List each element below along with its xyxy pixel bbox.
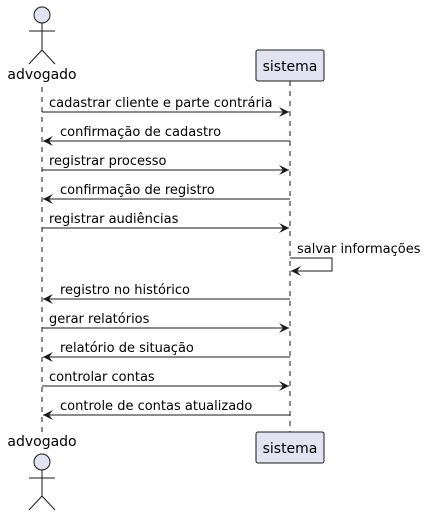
message-2: confirmação de cadastro — [43, 125, 290, 146]
message-10: controlar contas — [42, 370, 289, 391]
actor-name-bottom: advogado — [7, 434, 76, 450]
participant-name-top: sistema — [263, 59, 318, 75]
message-label: confirmação de registro — [60, 183, 215, 198]
message-3: registrar processo — [42, 154, 289, 175]
message-label: registrar audiências — [49, 212, 179, 227]
participant-box-top — [255, 49, 325, 82]
participant-box-bottom — [255, 431, 325, 464]
message-label: controlar contas — [49, 370, 155, 385]
actor-bottom — [28, 453, 56, 511]
actor-name-top: advogado — [7, 67, 76, 83]
messages: cadastrar cliente e parte contrária confi… — [42, 96, 421, 420]
message-1: cadastrar cliente e parte contrária — [42, 96, 289, 117]
message-label: confirmação de cadastro — [60, 125, 221, 140]
message-label: salvar informações — [297, 242, 421, 257]
message-label: gerar relatórios — [49, 312, 150, 327]
message-label: registro no histórico — [60, 283, 190, 298]
message-6: salvar informações — [290, 242, 421, 276]
message-label: cadastrar cliente e parte contrária — [49, 96, 272, 111]
actor-head — [33, 453, 51, 471]
message-label: relatório de situação — [60, 341, 194, 356]
message-5: registrar audiências — [42, 212, 289, 233]
message-4: confirmação de registro — [43, 183, 290, 204]
actor-top — [28, 6, 56, 65]
message-8: gerar relatórios — [42, 312, 289, 333]
self-message-arrow — [290, 257, 333, 276]
message-label: registrar processo — [49, 154, 167, 169]
participant-name-bottom: sistema — [263, 441, 318, 457]
actor-head — [33, 6, 51, 24]
message-9: relatório de situação — [43, 341, 290, 362]
message-11: controle de contas atualizado — [43, 399, 290, 420]
message-7: registro no histórico — [43, 283, 290, 304]
message-label: controle de contas atualizado — [60, 399, 252, 414]
